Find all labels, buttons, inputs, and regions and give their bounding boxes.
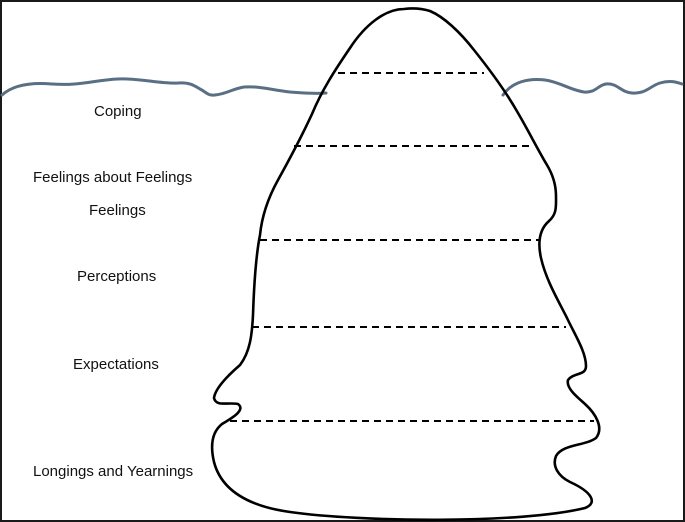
waterline-right <box>501 78 684 97</box>
level-label-expectations: Expectations <box>73 356 159 373</box>
level-dividers <box>230 72 594 422</box>
level-label-feelings-about-feelings: Feelings about Feelings <box>33 169 193 186</box>
level-label-perceptions: Perceptions <box>77 268 157 285</box>
level-label-longings-and-yearnings: Longings and Yearnings <box>33 463 194 480</box>
iceberg-outline <box>210 7 601 522</box>
level-label-feelings: Feelings <box>89 202 146 219</box>
level-label-coping: Coping <box>94 103 142 120</box>
waterline <box>0 77 328 97</box>
